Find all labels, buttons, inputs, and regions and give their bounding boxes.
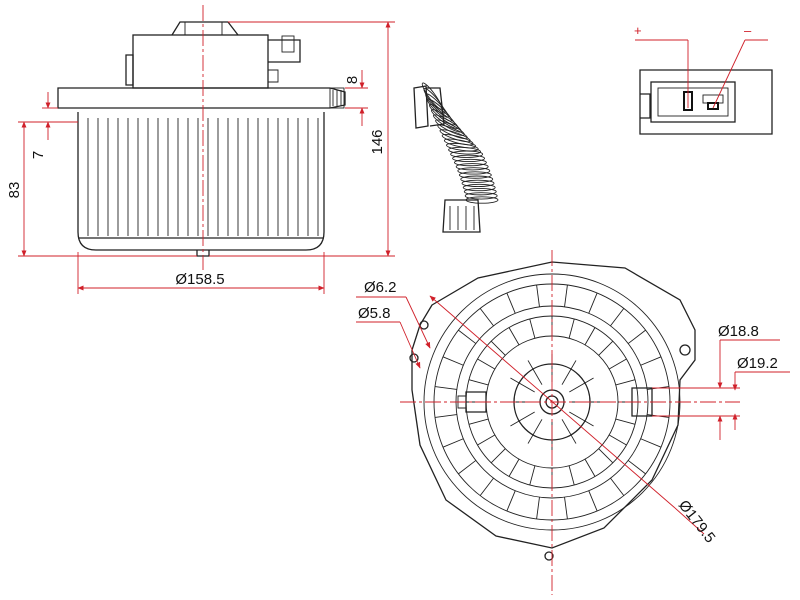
bellows-ring xyxy=(452,154,486,163)
vane-inner xyxy=(508,327,520,346)
vane-outer xyxy=(640,356,662,366)
vane-outer xyxy=(640,438,662,448)
hub-slot xyxy=(527,360,543,385)
bellows-ring xyxy=(458,171,492,179)
connector-positive-label: + xyxy=(634,23,642,38)
vane-inner xyxy=(468,379,489,386)
mounting-flange xyxy=(57,87,346,109)
fan-wheel-side xyxy=(77,112,325,257)
motor-body xyxy=(125,21,301,89)
vane-inner xyxy=(615,379,636,386)
vane-inner xyxy=(529,465,536,486)
dim-wheel-diameter-label: Ø158.5 xyxy=(175,271,224,288)
vane-inner xyxy=(615,418,636,425)
bellows-ring xyxy=(462,183,496,192)
vane-outer xyxy=(536,497,540,520)
front-view xyxy=(409,261,696,561)
dim-hole-large-label: Ø6.2 xyxy=(364,279,397,296)
front-view-dimensions xyxy=(356,250,790,595)
bellows-ring xyxy=(463,188,497,196)
dim-83-label: 83 xyxy=(6,182,23,199)
vane-outer xyxy=(588,292,598,314)
hub-slot xyxy=(561,360,577,385)
vane-inner xyxy=(477,358,496,370)
vane-outer xyxy=(610,477,625,496)
bellows-ring xyxy=(421,82,443,110)
bellows-ring xyxy=(460,175,494,183)
connector-view xyxy=(635,39,773,135)
vane-inner xyxy=(608,358,627,370)
bellows-ring xyxy=(448,146,481,155)
vane-inner xyxy=(468,418,489,425)
bellows-ring xyxy=(427,98,452,122)
vane-inner xyxy=(568,465,575,486)
side-view-dimensions xyxy=(18,5,395,294)
vane-inner xyxy=(529,318,536,339)
side-view xyxy=(57,21,346,257)
vane-outer xyxy=(627,329,646,344)
vane-outer xyxy=(564,284,568,307)
dim-shaft-inner-label: Ø18.8 xyxy=(718,323,759,340)
vane-outer xyxy=(434,386,457,390)
harness-bellows xyxy=(421,82,499,204)
dim-housing-diameter-label: Ø179.5 xyxy=(675,497,719,546)
vane-outer xyxy=(506,490,516,512)
dim-8-label: 8 xyxy=(344,76,361,84)
dim-shaft-outer-label: Ø19.2 xyxy=(737,355,778,372)
hub-slot xyxy=(569,411,594,427)
vane-inner xyxy=(584,327,596,346)
bellows-ring xyxy=(423,87,446,114)
vane-inner xyxy=(490,340,506,356)
vane-outer xyxy=(506,292,516,314)
vane-outer xyxy=(588,490,598,512)
hub-slot xyxy=(510,377,535,393)
fan-blades xyxy=(87,118,319,236)
vane-inner xyxy=(568,318,575,339)
vane-outer xyxy=(564,497,568,520)
vane-outer xyxy=(442,438,464,448)
bellows-ring xyxy=(461,179,495,188)
hub-slot xyxy=(561,419,577,444)
bellows-ring xyxy=(450,150,484,158)
bellows-ring xyxy=(453,158,487,167)
vane-outer xyxy=(627,460,646,475)
vane-outer xyxy=(479,477,494,496)
vane-outer xyxy=(479,308,494,327)
vane-outer xyxy=(434,414,457,418)
vane-inner xyxy=(598,340,614,356)
hub-slot xyxy=(527,419,543,444)
vane-inner xyxy=(584,458,596,477)
vane-outer xyxy=(610,308,625,327)
fan-vanes xyxy=(434,284,670,520)
hub-slot xyxy=(569,377,594,393)
vane-inner xyxy=(477,434,496,446)
vane-outer xyxy=(442,356,464,366)
hub-slot xyxy=(510,411,535,427)
bellows-ring xyxy=(464,192,498,200)
vane-inner xyxy=(608,434,627,446)
wire-harness xyxy=(413,82,499,233)
vane-inner xyxy=(490,448,506,464)
connector-negative-label: – xyxy=(744,23,752,38)
dim-7-label: 7 xyxy=(30,151,47,159)
bellows-ring xyxy=(457,167,491,175)
dim-146-label: 146 xyxy=(369,129,386,154)
vane-outer xyxy=(458,460,477,475)
vane-outer xyxy=(536,284,540,307)
vane-inner xyxy=(508,458,520,477)
vane-outer xyxy=(458,329,477,344)
dim-hole-small-label: Ø5.8 xyxy=(358,305,391,322)
bellows-ring xyxy=(455,163,489,171)
vane-inner xyxy=(598,448,614,464)
